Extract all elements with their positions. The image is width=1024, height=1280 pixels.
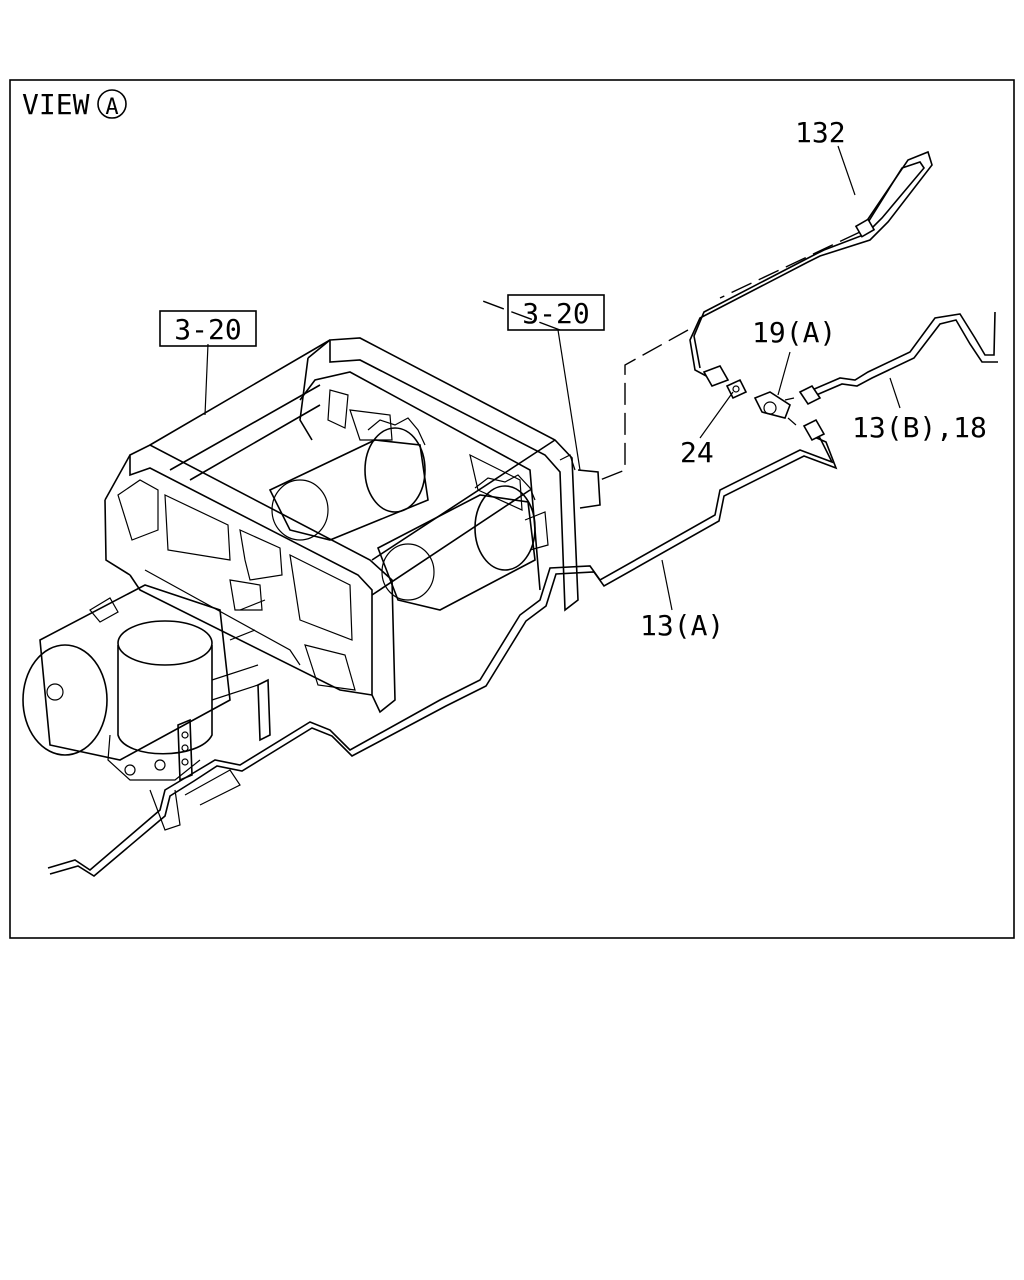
- tee-fitting: [753, 391, 797, 426]
- pipe-13a: [47, 418, 838, 877]
- label-nut-24: 24: [680, 436, 714, 469]
- callout-ref-right: 3-20: [507, 294, 605, 331]
- label-tee-19a: 19(A): [752, 316, 836, 349]
- view-circle: [97, 89, 127, 119]
- ref-left-label: 3-20: [174, 313, 241, 346]
- view-header: VIEW A: [22, 88, 127, 121]
- ref-right-box: [507, 294, 605, 331]
- label-pipe-132: 132: [795, 116, 846, 149]
- label-pipe-13b: 13(B),18: [852, 411, 987, 444]
- view-label: VIEW: [22, 88, 90, 121]
- air-dryer-assembly: [22, 337, 601, 831]
- callout-ref-left: 3-20: [159, 310, 257, 347]
- pipe-13b-nut: [798, 384, 822, 406]
- ref-left-box: [159, 310, 257, 347]
- pipe-13b: [798, 311, 998, 406]
- view-letter: A: [105, 95, 118, 120]
- pipe-132-end-nut: [702, 365, 730, 387]
- pipe-132-nut: [854, 218, 876, 238]
- pipe-13a-nut: [802, 418, 826, 442]
- pipe-132: [689, 150, 933, 387]
- leader-lines: [204, 145, 901, 611]
- ref-right-label: 3-20: [522, 297, 589, 330]
- nut-24: [725, 378, 748, 400]
- diagram-frame: [9, 79, 1015, 939]
- label-pipe-13a: 13(A): [640, 609, 724, 642]
